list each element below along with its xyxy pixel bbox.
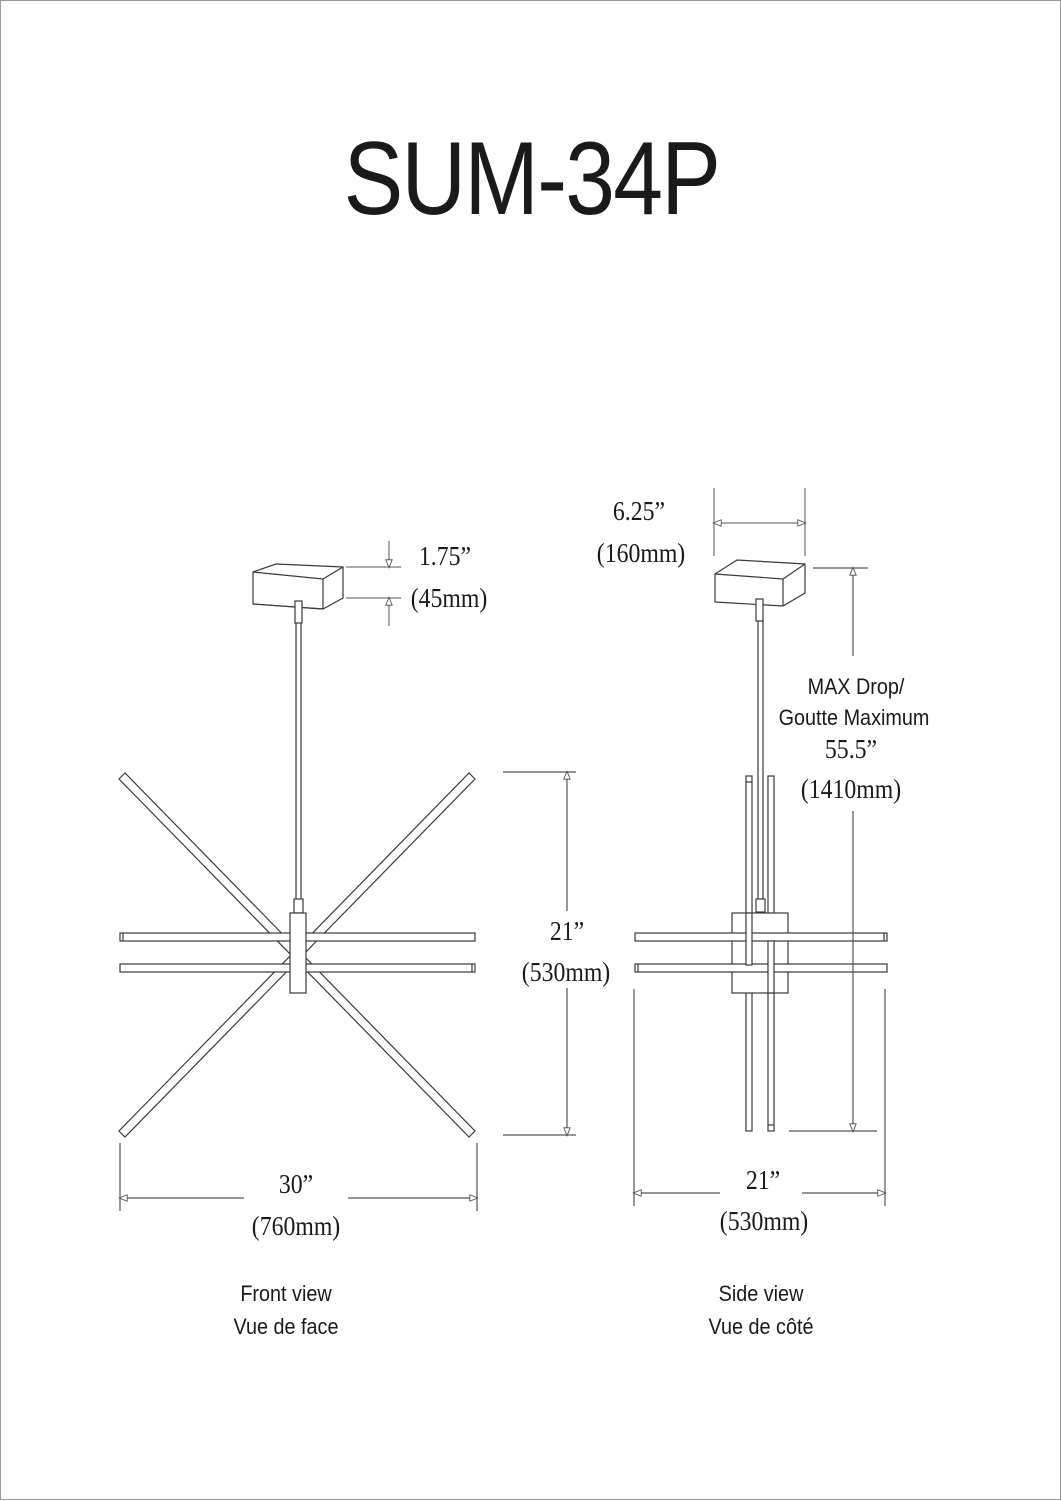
side-view-caption-fr: Vue de côté bbox=[708, 1314, 814, 1339]
front-width-dimension bbox=[118, 1143, 479, 1211]
side-max-drop-label-en: MAX Drop/ bbox=[807, 674, 905, 699]
side-max-drop-metric: (1410mm) bbox=[800, 774, 902, 804]
side-canopy-width-metric: (160mm) bbox=[596, 538, 686, 568]
front-canopy-height-metric: (45mm) bbox=[410, 583, 488, 613]
side-max-drop-dimension bbox=[789, 566, 877, 1133]
front-width-imperial: 30” bbox=[278, 1169, 314, 1199]
product-model-title: SUM-34P bbox=[343, 121, 721, 237]
side-max-drop-label-fr: Goutte Maximum bbox=[778, 705, 930, 730]
side-canopy-width-imperial: 6.25” bbox=[612, 496, 666, 526]
side-width-metric: (530mm) bbox=[719, 1206, 809, 1236]
front-height-dimension bbox=[503, 770, 576, 1137]
side-view-caption-en: Side view bbox=[718, 1281, 804, 1306]
front-canopy bbox=[252, 563, 344, 610]
front-view-caption-fr: Vue de face bbox=[233, 1314, 339, 1339]
side-canopy bbox=[714, 559, 806, 607]
side-width-imperial: 21” bbox=[745, 1165, 781, 1195]
side-canopy-width-dimension bbox=[712, 488, 807, 556]
front-width-metric: (760mm) bbox=[251, 1211, 341, 1241]
side-width-dimension bbox=[632, 989, 887, 1206]
front-view-caption-en: Front view bbox=[240, 1281, 332, 1306]
front-view-drawing bbox=[118, 563, 476, 1138]
side-max-drop-imperial: 55.5” bbox=[824, 734, 878, 764]
front-canopy-height-dimension bbox=[346, 541, 401, 626]
front-height-metric: (530mm) bbox=[521, 957, 611, 987]
side-view-drawing bbox=[634, 559, 888, 1132]
front-canopy-height-imperial: 1.75” bbox=[418, 541, 472, 571]
front-height-imperial: 21” bbox=[549, 916, 585, 946]
